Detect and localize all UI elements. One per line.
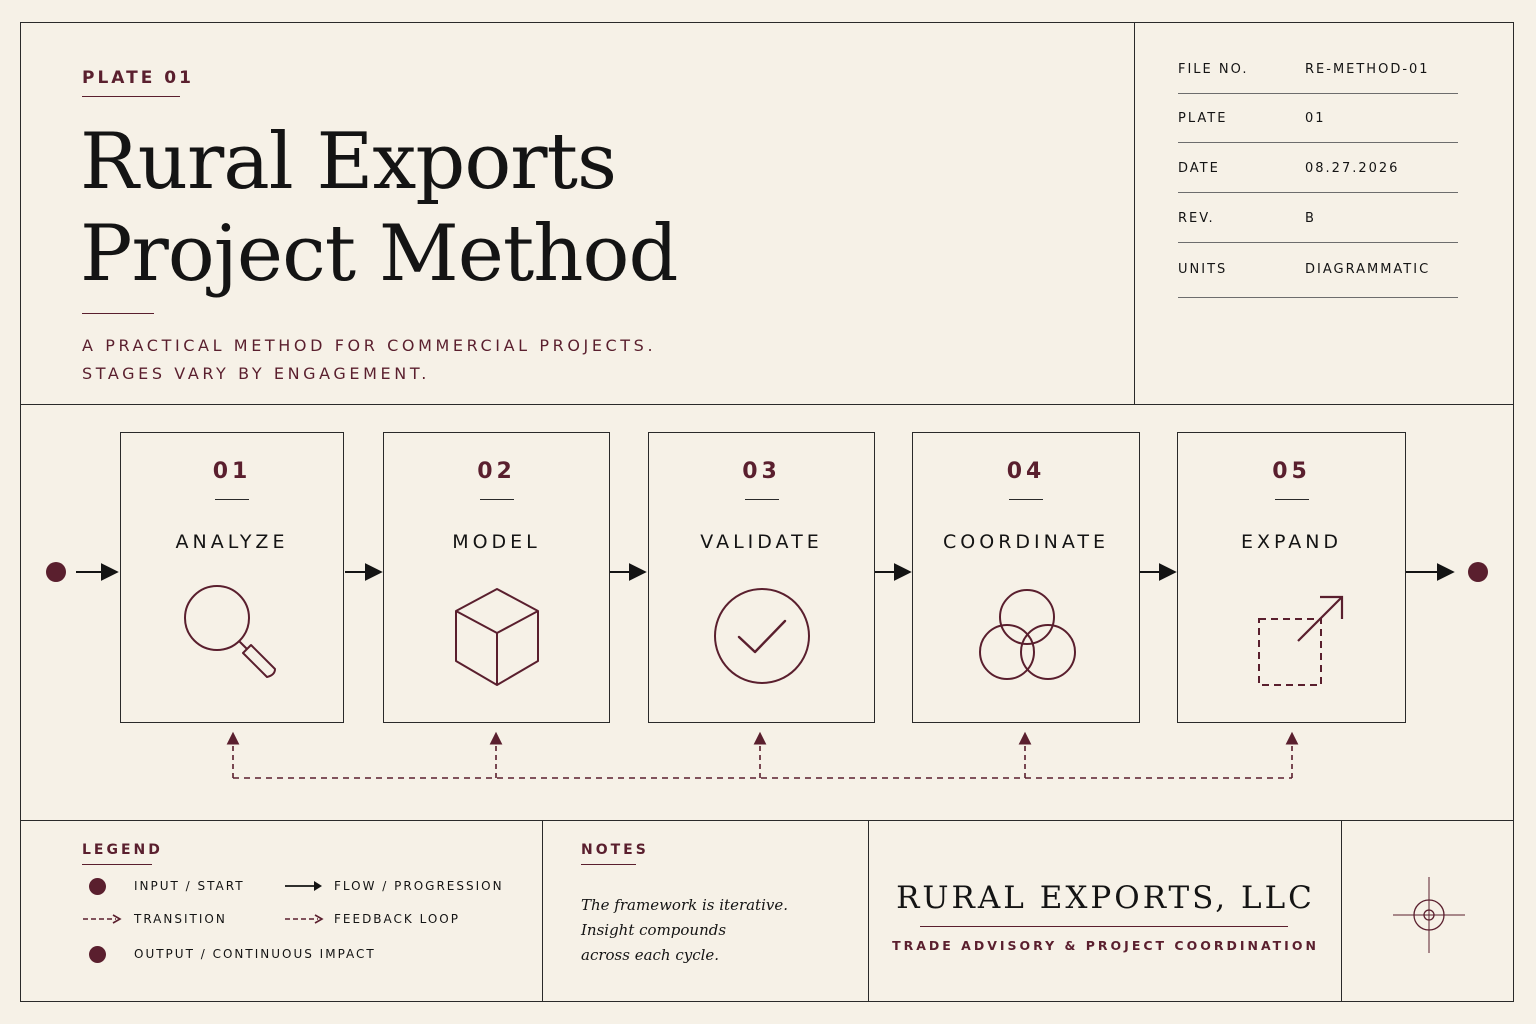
meta-value: 01 <box>1305 111 1326 126</box>
crosshair-icon <box>1393 877 1465 953</box>
legend-label: FLOW / PROGRESSION <box>334 879 504 893</box>
notes-heading-rule <box>581 864 636 865</box>
notes-heading: NOTES <box>581 842 649 858</box>
stage-number-rule <box>215 499 249 500</box>
legend-heading-rule <box>82 864 152 865</box>
meta-row-rev: REV. B <box>1178 211 1458 243</box>
company-rule <box>920 926 1288 927</box>
check-circle-icon <box>713 588 810 684</box>
notes-line-3: across each cycle. <box>581 946 720 964</box>
meta-row-plate: PLATE 01 <box>1178 111 1458 143</box>
meta-key: PLATE <box>1178 111 1228 126</box>
header-divider <box>20 404 1514 405</box>
expand-arrow-icon <box>1257 595 1343 686</box>
footer-divider <box>20 820 1514 821</box>
meta-value: RE-METHOD-01 <box>1305 62 1430 77</box>
plate-frame <box>20 22 1514 1002</box>
legend-output-dot <box>89 946 106 963</box>
plate-label-underline <box>82 96 180 97</box>
page-title-line-1: Rural Exports <box>80 117 617 207</box>
legend-label: TRANSITION <box>134 912 227 926</box>
stage-name: MODEL <box>452 531 541 553</box>
stage-name: ANALYZE <box>175 531 289 553</box>
stage-number: 03 <box>742 459 781 484</box>
stage-expand: 05 EXPAND <box>1177 432 1406 723</box>
meta-row-file-no: FILE NO. RE-METHOD-01 <box>1178 62 1458 94</box>
stage-number-rule <box>744 499 779 500</box>
company-name: RURAL EXPORTS, LLC <box>896 880 1315 916</box>
meta-row-units: UNITS DIAGRAMMATIC <box>1178 262 1458 298</box>
legend-label: FEEDBACK LOOP <box>334 912 460 926</box>
stage-number-rule <box>479 499 514 500</box>
stage-validate: 03 VALIDATE <box>648 432 875 723</box>
title-block-divider <box>1134 22 1135 405</box>
stage-number: 05 <box>1272 459 1311 484</box>
meta-key: UNITS <box>1178 262 1228 277</box>
output-impact-dot <box>1468 562 1488 582</box>
legend-label: INPUT / START <box>134 879 245 893</box>
notes-line-1: The framework is iterative. <box>581 896 788 914</box>
stage-model: 02 MODEL <box>383 432 610 723</box>
stage-name: VALIDATE <box>700 531 823 553</box>
stage-number-rule <box>1274 499 1309 500</box>
stage-analyze: 01 ANALYZE <box>120 432 344 723</box>
legend-feedback-arrow <box>285 914 324 924</box>
legend-label: OUTPUT / CONTINUOUS IMPACT <box>134 947 376 961</box>
title-rule <box>82 313 154 314</box>
meta-key: FILE NO. <box>1178 62 1249 77</box>
meta-value: B <box>1305 211 1316 226</box>
stage-name: EXPAND <box>1240 531 1343 553</box>
meta-value: 08.27.2026 <box>1305 161 1400 176</box>
stage-number-rule <box>1009 499 1043 500</box>
legend-start-dot <box>89 878 106 895</box>
subtitle-line-2: STAGES VARY BY ENGAGEMENT. <box>82 364 430 383</box>
page-title: Rural Exports Project Method <box>80 116 678 300</box>
company-tagline: TRADE ADVISORY & PROJECT COORDINATION <box>892 938 1319 953</box>
legend-notes-divider <box>542 820 543 1002</box>
stage-number: 01 <box>212 459 252 484</box>
notes-line-2: Insight compounds <box>581 921 727 939</box>
meta-key: REV. <box>1178 211 1215 226</box>
notes-brand-divider <box>868 820 869 1002</box>
legend-solid-arrow <box>285 881 322 891</box>
venn-circles-icon <box>979 589 1076 680</box>
brand-mark-divider <box>1341 820 1342 1002</box>
stage-number: 02 <box>477 459 516 484</box>
cube-icon <box>454 588 539 686</box>
plate-label: PLATE 01 <box>82 68 194 88</box>
magnifier-icon <box>184 585 276 678</box>
input-start-dot <box>46 562 66 582</box>
stage-name: COORDINATE <box>943 531 1109 553</box>
meta-row-date: DATE 08.27.2026 <box>1178 161 1458 193</box>
stage-number: 04 <box>1006 459 1046 484</box>
stage-coordinate: 04 COORDINATE <box>912 432 1140 723</box>
meta-value: DIAGRAMMATIC <box>1305 262 1431 277</box>
subtitle-line-1: A PRACTICAL METHOD FOR COMMERCIAL PROJEC… <box>82 336 657 355</box>
legend-transition-arrow <box>83 914 122 924</box>
meta-key: DATE <box>1178 161 1220 176</box>
page-title-line-2: Project Method <box>80 209 678 299</box>
legend-heading: LEGEND <box>82 842 163 858</box>
